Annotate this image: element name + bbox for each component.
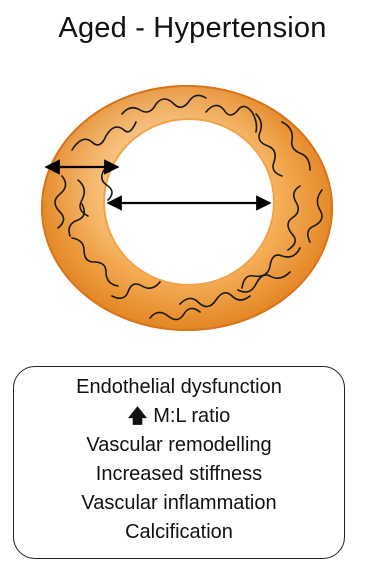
feature-endothelial-dysfunction: Endothelial dysfunction xyxy=(14,373,344,402)
up-arrow-icon: 🡅 xyxy=(128,402,148,431)
feature-vascular-inflammation: Vascular inflammation xyxy=(14,489,344,518)
features-box: Endothelial dysfunction 🡅M:L ratio Vascu… xyxy=(13,366,345,559)
feature-list: Endothelial dysfunction 🡅M:L ratio Vascu… xyxy=(14,373,344,547)
feature-vascular-remodelling: Vascular remodelling xyxy=(14,431,344,460)
feature-ml-ratio-label: M:L ratio xyxy=(153,405,230,427)
feature-calcification: Calcification xyxy=(14,518,344,547)
feature-ml-ratio: 🡅M:L ratio xyxy=(14,402,344,431)
vessel-cross-section xyxy=(0,0,385,340)
feature-increased-stiffness: Increased stiffness xyxy=(14,460,344,489)
